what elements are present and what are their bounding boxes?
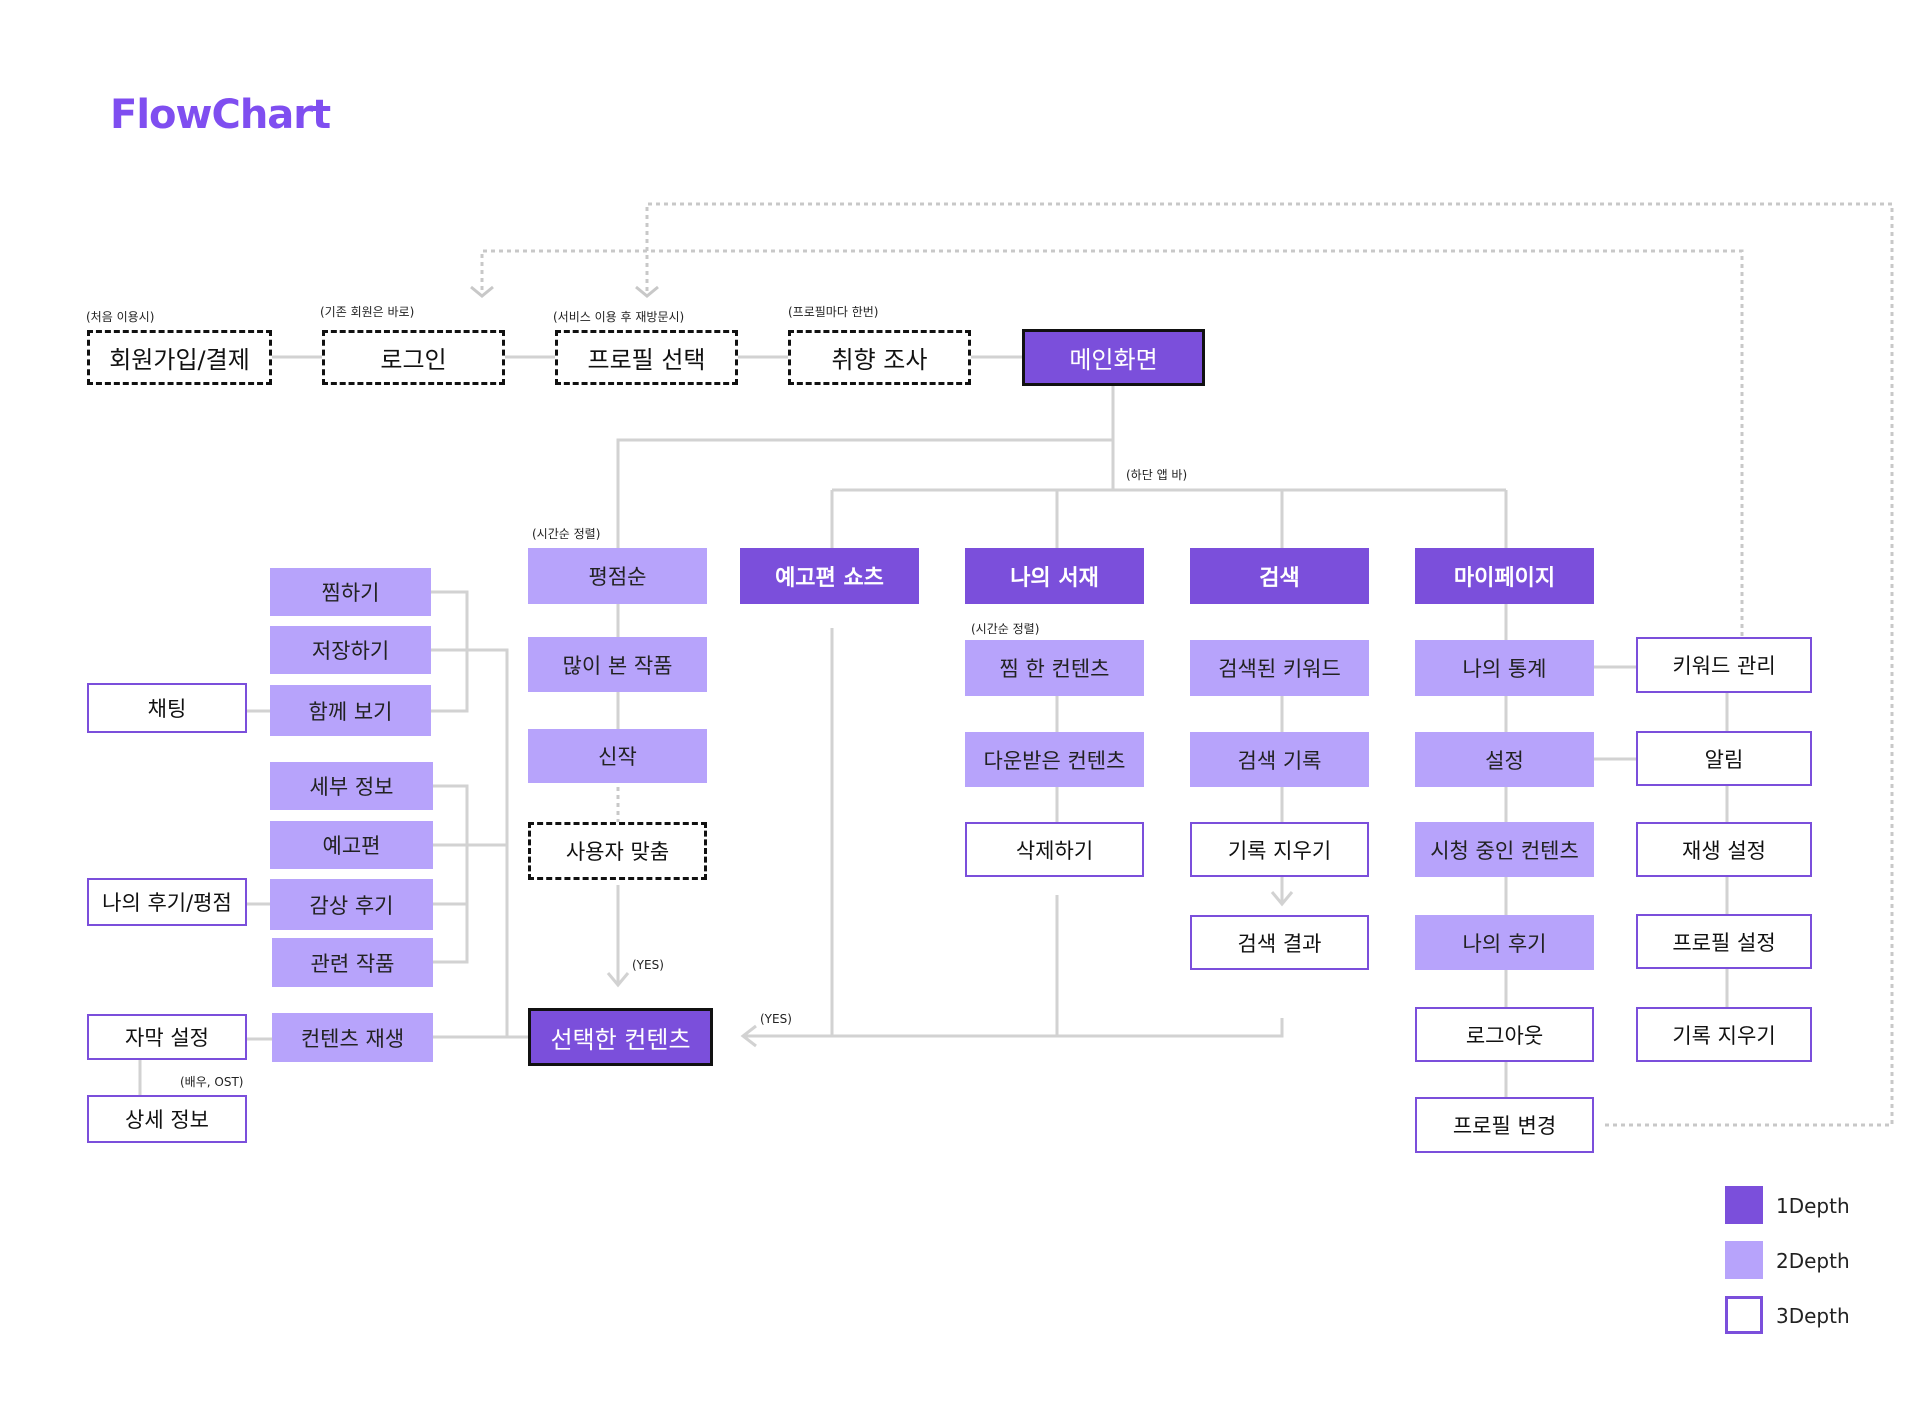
detail-info-note: (배우, OST): [180, 1075, 244, 1089]
keyword-manage-node[interactable]: 키워드 관리: [1636, 637, 1812, 693]
playback-settings-node[interactable]: 재생 설정: [1636, 822, 1812, 877]
login-note: (기존 회원은 바로): [320, 305, 415, 319]
rating-order-node[interactable]: 평점순: [528, 548, 707, 604]
legend-depth3-swatch: [1725, 1296, 1763, 1334]
legend-depth3-label: 3Depth: [1776, 1304, 1850, 1328]
main-screen-node[interactable]: 메인화면: [1022, 329, 1205, 386]
my-reviews-node[interactable]: 나의 후기: [1415, 915, 1594, 970]
signup-note: (처음 이용시): [86, 310, 155, 324]
clear-search-history-node[interactable]: 기록 지우기: [1190, 822, 1369, 877]
page-title: FlowChart: [110, 92, 331, 138]
personalized-yes-note: (YES): [632, 958, 664, 972]
legend-depth1-label: 1Depth: [1776, 1194, 1850, 1218]
save-node[interactable]: 저장하기: [270, 626, 431, 674]
signup-node[interactable]: 회원가입/결제: [87, 330, 272, 385]
home-sort-note: (시간순 정렬): [532, 527, 601, 541]
searched-keywords-node[interactable]: 검색된 키워드: [1190, 640, 1369, 696]
legend-depth2-label: 2Depth: [1776, 1249, 1850, 1273]
selected-yes-note: (YES): [760, 1012, 792, 1026]
profile-select-note: (서비스 이용 후 재방문시): [553, 310, 685, 324]
legend-depth1-swatch: [1725, 1186, 1763, 1224]
chatting-node[interactable]: 채팅: [87, 683, 247, 733]
search-results-node[interactable]: 검색 결과: [1190, 915, 1369, 970]
downloaded-content-node[interactable]: 다운받은 컨텐츠: [965, 732, 1144, 787]
wished-content-node[interactable]: 찜 한 컨텐츠: [965, 640, 1144, 696]
new-release-node[interactable]: 신작: [528, 729, 707, 783]
tab-search[interactable]: 검색: [1190, 548, 1369, 604]
related-node[interactable]: 관련 작품: [272, 938, 433, 987]
tab-library[interactable]: 나의 서재: [965, 548, 1144, 604]
review-node[interactable]: 감상 후기: [270, 879, 433, 930]
wishlist-node[interactable]: 찜하기: [270, 568, 431, 616]
my-stats-node[interactable]: 나의 통계: [1415, 640, 1594, 696]
profile-select-node[interactable]: 프로필 선택: [555, 330, 738, 385]
selected-content-node[interactable]: 선택한 컨텐츠: [528, 1008, 713, 1066]
legend-depth2-swatch: [1725, 1241, 1763, 1279]
delete-node[interactable]: 삭제하기: [965, 822, 1144, 877]
taste-survey-node[interactable]: 취향 조사: [788, 330, 971, 385]
tab-mypage[interactable]: 마이페이지: [1415, 548, 1594, 604]
detail-info-node[interactable]: 상세 정보: [87, 1095, 247, 1143]
watch-together-node[interactable]: 함께 보기: [270, 685, 431, 736]
subtitle-settings-node[interactable]: 자막 설정: [87, 1014, 247, 1060]
logout-node[interactable]: 로그아웃: [1415, 1007, 1594, 1062]
personalized-node[interactable]: 사용자 맞춤: [528, 822, 707, 880]
details-node[interactable]: 세부 정보: [270, 762, 433, 810]
my-review-node[interactable]: 나의 후기/평점: [87, 878, 247, 926]
notifications-node[interactable]: 알림: [1636, 731, 1812, 786]
bottom-bar-note: (하단 앱 바): [1126, 468, 1188, 482]
trailer-node[interactable]: 예고편: [270, 821, 433, 869]
search-history-node[interactable]: 검색 기록: [1190, 732, 1369, 787]
settings-node[interactable]: 설정: [1415, 732, 1594, 787]
taste-survey-note: (프로필마다 한번): [788, 305, 879, 319]
most-watched-node[interactable]: 많이 본 작품: [528, 637, 707, 692]
tab-shorts[interactable]: 예고편 쇼츠: [740, 548, 919, 604]
change-profile-node[interactable]: 프로필 변경: [1415, 1097, 1594, 1153]
play-content-node[interactable]: 컨텐츠 재생: [272, 1013, 433, 1062]
login-node[interactable]: 로그인: [322, 330, 505, 385]
profile-settings-node[interactable]: 프로필 설정: [1636, 914, 1812, 969]
library-sort-note: (시간순 정렬): [971, 622, 1040, 636]
clear-watch-history-node[interactable]: 기록 지우기: [1636, 1007, 1812, 1062]
watching-content-node[interactable]: 시청 중인 컨텐츠: [1415, 822, 1594, 877]
